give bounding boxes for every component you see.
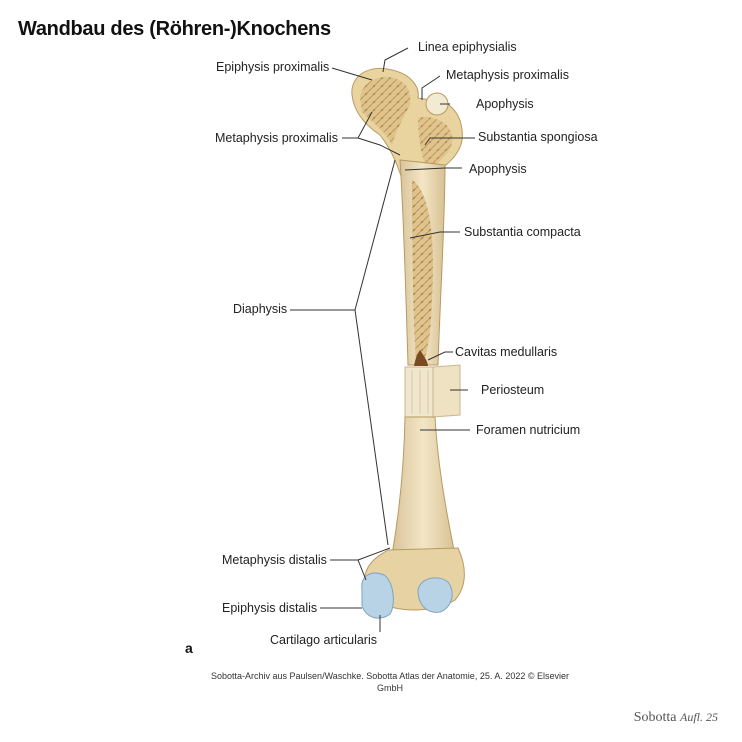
label-apophysis-lower: Apophysis: [469, 162, 527, 176]
credit-line-1: Sobotta-Archiv aus Paulsen/Waschke. Sobo…: [211, 671, 569, 681]
label-metaphysis-proximalis-right: Metaphysis proximalis: [446, 68, 569, 82]
label-cartilago-articularis: Cartilago articularis: [270, 633, 377, 647]
label-periosteum: Periosteum: [481, 383, 545, 397]
page-title: Wandbau des (Röhren-)Knochens: [18, 18, 331, 40]
cartilago-articularis-shape-left: [361, 572, 394, 619]
label-apophysis-upper: Apophysis: [476, 97, 534, 111]
brand-name: Sobotta: [633, 710, 677, 725]
label-diaphysis: Diaphysis: [233, 302, 288, 316]
label-foramen-nutricium: Foramen nutricium: [476, 423, 581, 437]
label-substantia-compacta: Substantia compacta: [464, 225, 581, 239]
subfigure-label: a: [185, 640, 193, 656]
image-credit: Sobotta-Archiv aus Paulsen/Waschke. Sobo…: [190, 670, 590, 694]
label-cavitas-medullaris: Cavitas medullaris: [455, 345, 558, 359]
credit-line-2: GmbH: [376, 683, 403, 693]
label-epiphysis-distalis: Epiphysis distalis: [222, 601, 318, 615]
label-substantia-spongiosa: Substantia spongiosa: [478, 130, 598, 144]
label-metaphysis-proximalis-left: Metaphysis proximalis: [215, 131, 338, 145]
label-metaphysis-distalis: Metaphysis distalis: [222, 553, 327, 567]
diaphysis-shaft-lower: [391, 416, 456, 556]
label-epiphysis-proximalis: Epiphysis proximalis: [216, 60, 330, 74]
brand-edition: Aufl. 25: [680, 710, 718, 724]
label-linea-epiphysialis: Linea epiphysialis: [418, 40, 517, 54]
cartilago-articularis-shape-right: [417, 577, 453, 613]
brand-mark: Sobotta Aufl. 25: [634, 710, 718, 726]
cavitas-medullaris-shape: [412, 180, 434, 362]
